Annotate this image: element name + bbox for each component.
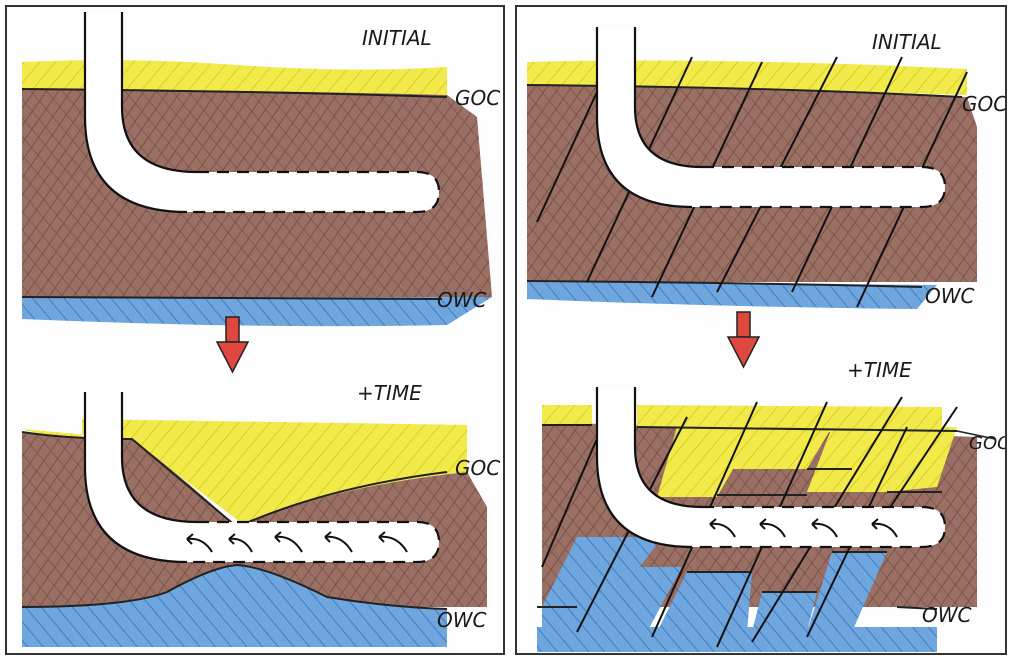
time-label: +TIME [847,358,912,382]
right-diagram: INITIAL GOC OWC +TIME [517,7,1007,655]
left-diagram: INITIAL GOC OWC +TIME [7,7,505,655]
left-initial-section: INITIAL GOC OWC [22,12,500,326]
time-label: +TIME [357,381,422,405]
right-initial-section: INITIAL GOC OWC [527,27,1007,309]
owc-label: OWC [437,288,487,312]
owc-label: OWC [925,284,975,308]
owc-label-time: OWC [922,603,972,627]
owc-label-time: OWC [437,608,487,632]
time-arrow [728,312,759,367]
right-time-section: GOC OWC [537,387,1007,652]
goc-label-time: GOC [455,456,500,480]
initial-label: INITIAL [362,26,432,50]
initial-label: INITIAL [872,30,942,54]
goc-label-time: GOC [969,433,1007,454]
left-panel: INITIAL GOC OWC +TIME [5,5,505,655]
goc-label: GOC [962,92,1007,116]
right-panel: INITIAL GOC OWC +TIME [515,5,1007,655]
goc-label: GOC [455,86,500,110]
left-time-section: GOC OWC [22,392,500,647]
water-zone [22,297,492,326]
